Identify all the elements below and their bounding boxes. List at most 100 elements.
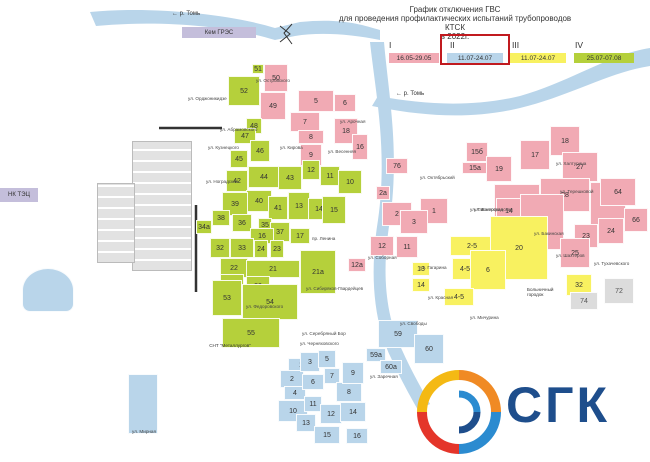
district-52[interactable]: 76 [386,158,408,174]
district-69[interactable]: 25 [560,238,590,268]
street-label-25: ул. Черняховского [300,341,339,346]
district-76[interactable]: 4-5 [444,288,474,306]
district-8[interactable]: 47 [234,128,256,144]
district-7[interactable]: 7 [290,112,320,132]
street-label-6: ул. Кирова [280,145,303,150]
nk-tets-plate: НК ТЭЦ [0,188,38,202]
district-3[interactable]: 49 [260,92,286,120]
district-75[interactable]: 14 [412,278,430,292]
district-85[interactable]: 4 [284,386,306,400]
district-45[interactable]: 55 [222,318,280,348]
street-label-1: ул. Островского [256,78,290,83]
district-86[interactable]: 5 [318,350,336,368]
district-99[interactable]: 72 [604,278,634,304]
legend-swatch-3: 11.07-24.07 [510,53,566,63]
district-84[interactable]: 3 [300,352,320,372]
district-50[interactable]: 19 [486,156,512,182]
district-20[interactable]: 10 [338,170,362,194]
district-67[interactable]: 12 [370,236,394,256]
district-93[interactable]: 12 [320,404,342,424]
district-34[interactable]: 32 [210,238,230,258]
district-36[interactable]: 24 [254,240,268,258]
sgk-logo-icon [417,370,501,454]
district-43[interactable]: 54 [242,284,298,320]
district-88[interactable]: 7 [324,368,340,384]
district-39[interactable]: 21 [246,260,300,278]
district-97[interactable]: 16 [346,428,368,444]
district-25[interactable]: 13 [288,192,310,220]
district-87[interactable]: 6 [302,374,324,390]
district-42[interactable]: 21a [300,250,336,294]
district-0[interactable]: 51 [252,64,264,74]
title-line-3: в 2022г. [440,32,470,41]
sgk-logo-text: СГК [506,377,610,433]
district-23[interactable]: 38 [212,210,230,226]
district-blue-west [22,268,74,312]
private-housing-area-west-2 [97,183,135,263]
street-label-2: ул. Абрамовского [220,127,258,132]
district-77[interactable]: 32 [566,274,592,296]
district-48[interactable]: 17 [520,140,550,170]
district-89[interactable]: 8 [336,382,362,402]
street-label-14: ул. Гагарина [420,265,447,270]
district-12[interactable]: 18 [334,118,358,144]
district-35[interactable]: 33 [230,238,254,258]
district-74[interactable]: 13 [412,262,430,276]
district-46[interactable]: 18 [550,126,580,156]
district-68[interactable]: 11 [396,236,418,258]
district-22[interactable]: 39 [222,192,248,216]
district-80[interactable]: 59a [366,348,386,362]
district-49[interactable]: 15a [462,162,488,174]
district-94[interactable]: 13 [296,414,316,432]
district-66[interactable]: 12a [348,258,366,272]
street-label-27: ул. Мирная [132,429,156,434]
district-56[interactable]: 64 [600,178,636,206]
district-4[interactable]: 5 [298,90,334,112]
district-9[interactable]: 8 [298,130,324,144]
legend-swatch-4: 25.07-07.08 [574,53,634,63]
district-14[interactable]: 45 [230,150,248,168]
district-24[interactable]: 41 [268,196,288,220]
district-51[interactable]: 27 [562,152,598,182]
district-57[interactable]: 2a [376,186,390,200]
district-33[interactable]: 17 [290,228,310,244]
street-label-17: ул. Свободы [400,321,427,326]
street-label-5: ул. Арочная [340,119,366,124]
district-79[interactable]: 60 [414,334,444,364]
district-13[interactable]: 16 [352,134,368,160]
district-47[interactable]: 15б [466,142,488,162]
district-19[interactable]: 11 [320,166,340,186]
district-28[interactable]: 36 [232,214,252,232]
district-10[interactable]: 46 [250,140,270,162]
legend-highlight-frame [440,34,510,65]
district-81[interactable]: 60a [380,360,402,374]
district-44[interactable]: 53 [212,280,242,316]
river-tom-main [370,42,430,410]
legend-swatch-2: 11.07-24.07 [447,53,503,63]
district-90[interactable]: 9 [342,362,364,384]
district-blue-southwest [128,374,158,434]
district-95[interactable]: 14 [340,402,366,422]
district-63[interactable]: 3 [400,210,428,234]
district-96[interactable]: 15 [314,426,340,444]
district-62[interactable]: 66 [624,208,648,232]
district-37[interactable]: 23 [270,240,284,258]
district-18[interactable]: 12 [302,160,320,180]
bolnichny-label: Больничный городок [527,286,554,297]
district-16[interactable]: 42 [226,170,248,192]
district-2[interactable]: 52 [228,76,260,106]
district-1[interactable]: 50 [264,64,288,92]
district-78[interactable]: 59 [378,320,418,348]
district-27[interactable]: 15 [322,196,346,224]
district-73[interactable]: 6 [470,250,506,290]
street-label-26: ул. Заречная [370,374,398,379]
district-98[interactable]: 74 [570,292,598,310]
district-31[interactable]: 34a [196,220,212,234]
district-17[interactable]: 43 [278,166,302,190]
street-label-15: ул. Бакинская [534,231,564,236]
district-65[interactable]: 24 [598,218,624,244]
district-15[interactable]: 44 [248,166,280,188]
district-5[interactable]: 6 [334,94,356,112]
